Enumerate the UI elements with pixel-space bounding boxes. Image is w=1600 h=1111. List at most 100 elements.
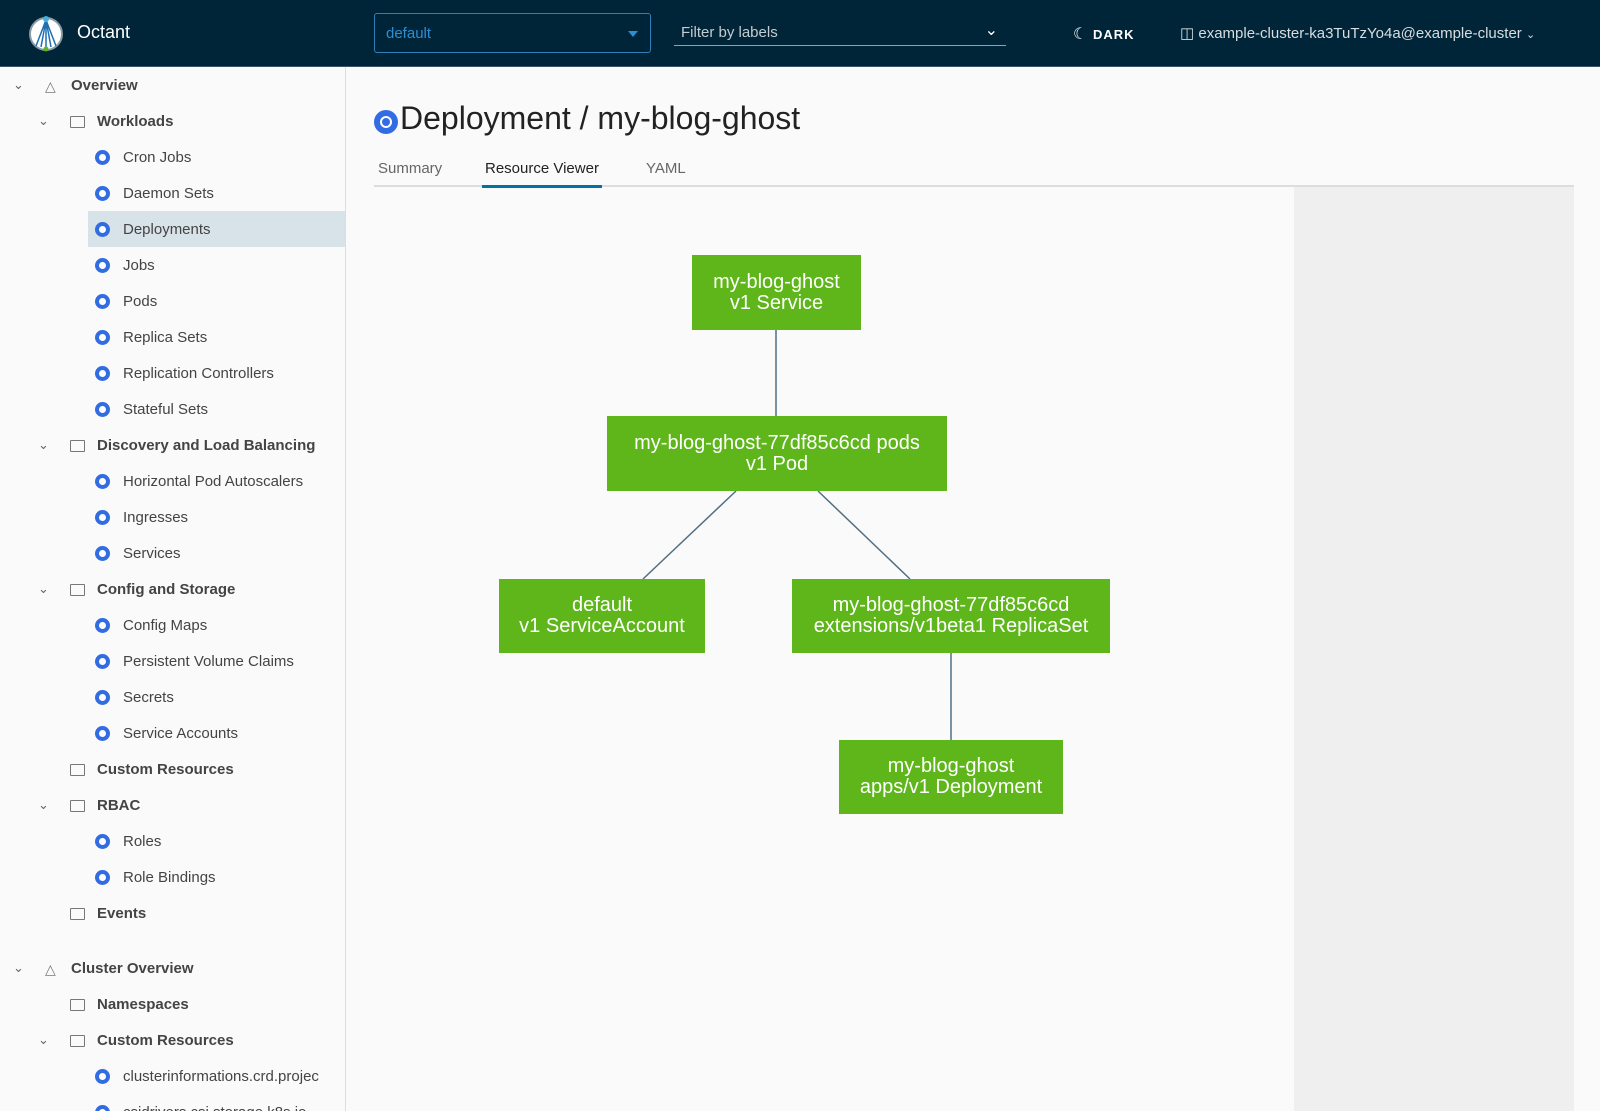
sidebar-item-persistent-volume-claims[interactable]: Persistent Volume Claims (0, 643, 345, 679)
kubernetes-resource-icon (95, 329, 110, 345)
chevron-down-icon[interactable]: ⌄ (38, 437, 49, 452)
sidebar-item-label: Cluster Overview (71, 959, 194, 977)
folder-icon (70, 763, 85, 776)
top-bar: Octant default Filter by labels⌄ ☾ DARK … (0, 0, 1600, 67)
sidebar-item-label: Namespaces (97, 995, 189, 1013)
sidebar-item-custom-resources[interactable]: Custom Resources (0, 751, 345, 787)
sidebar-item-cron-jobs[interactable]: Cron Jobs (0, 139, 345, 175)
sidebar-item-label: Workloads (97, 112, 174, 130)
sidebar-item-namespaces[interactable]: Namespaces (0, 986, 345, 1022)
node-kind: apps/v1 Deployment (859, 776, 1043, 798)
chevron-down-icon: ⌄ (984, 22, 998, 39)
sidebar-item-roles[interactable]: Roles (0, 823, 345, 859)
chevron-down-icon[interactable]: ⌄ (38, 113, 49, 128)
kubernetes-resource-icon (95, 617, 110, 633)
tab-bar: Summary Resource Viewer YAML (374, 154, 1574, 188)
sidebar-item-ingresses[interactable]: Ingresses (0, 499, 345, 535)
tab-resource-viewer[interactable]: Resource Viewer (482, 160, 602, 188)
sidebar-item-label: Custom Resources (97, 760, 234, 778)
sidebar-item-pods[interactable]: Pods (0, 283, 345, 319)
cluster-icon: ◫ (1180, 25, 1195, 42)
sidebar-item-label: Cron Jobs (123, 148, 192, 166)
namespace-select[interactable]: default (374, 13, 651, 53)
node-kind: v1 Pod (745, 452, 809, 475)
sidebar-item-horizontal-pod-autoscalers[interactable]: Horizontal Pod Autoscalers (0, 463, 345, 499)
kubernetes-resource-icon (95, 653, 110, 669)
sidebar-item-label: Events (97, 904, 147, 922)
sidebar-item-discovery-and-load-balancing[interactable]: ⌄Discovery and Load Balancing (0, 427, 345, 463)
chevron-down-icon[interactable]: ⌄ (38, 1032, 49, 1047)
sidebar-item-label: Secrets (123, 688, 174, 706)
sidebar-item-label: Ingresses (123, 508, 189, 526)
theme-toggle-label: DARK (1092, 27, 1135, 42)
kubernetes-resource-icon (95, 509, 110, 525)
sidebar-item-label: Role Bindings (123, 868, 216, 886)
node-name: my-blog-ghost (713, 270, 840, 293)
chevron-down-icon[interactable]: ⌄ (38, 797, 49, 812)
node-kind: v1 Service (729, 291, 824, 314)
graph-edge (642, 490, 737, 580)
overview-icon: △ (45, 960, 56, 977)
node-name: my-blog-ghost (887, 755, 1015, 777)
details-panel (1294, 187, 1574, 1111)
sidebar-item-role-bindings[interactable]: Role Bindings (0, 859, 345, 895)
sidebar-item-secrets[interactable]: Secrets (0, 679, 345, 715)
sidebar-item-workloads[interactable]: ⌄ Workloads (0, 103, 345, 139)
sidebar-item-label: Horizontal Pod Autoscalers (123, 472, 304, 490)
kubernetes-resource-icon (95, 185, 110, 201)
chevron-down-icon[interactable]: ⌄ (13, 77, 24, 92)
sidebar-item-config-and-storage[interactable]: ⌄Config and Storage (0, 571, 345, 607)
sidebar-item-config-maps[interactable]: Config Maps (0, 607, 345, 643)
sidebar-item-rbac[interactable]: ⌄RBAC (0, 787, 345, 823)
deployment-icon (374, 110, 398, 134)
folder-icon (70, 907, 85, 920)
sidebar-item-daemon-sets[interactable]: Daemon Sets (0, 175, 345, 211)
sidebar-item-overview[interactable]: ⌄△Overview (0, 67, 345, 103)
sidebar-item-replication-controllers[interactable]: Replication Controllers (0, 355, 345, 391)
sidebar-item-label: csidrivers.csi.storage.k8s.io (123, 1104, 306, 1111)
kubernetes-resource-icon (95, 725, 110, 741)
sidebar-item-label: Config Maps (123, 616, 208, 634)
chevron-down-icon[interactable]: ⌄ (38, 581, 49, 596)
context-selector[interactable]: ◫ example-cluster-ka3TuTzYo4a@example-cl… (1180, 24, 1535, 42)
node-name: default (571, 594, 633, 616)
label-filter-input[interactable]: Filter by labels ⌄ (674, 18, 1006, 46)
sidebar-item-replica-sets[interactable]: Replica Sets (0, 319, 345, 355)
sidebar-item-custom-resources[interactable]: ⌄ Custom Resources (0, 1022, 345, 1058)
chevron-down-icon[interactable]: ⌄ (13, 960, 24, 975)
filter-placeholder: Filter by labels (681, 24, 778, 41)
sidebar-item-label: Stateful Sets (123, 400, 209, 418)
sidebar-item-label: Persistent Volume Claims (123, 652, 294, 670)
sidebar-item-services[interactable]: Services (0, 535, 345, 571)
tab-summary[interactable]: Summary (378, 160, 443, 177)
sidebar-item-label: Deployments (123, 220, 211, 238)
sidebar-item-jobs[interactable]: Jobs (0, 247, 345, 283)
sidebar-item-service-accounts[interactable]: Service Accounts (0, 715, 345, 751)
sidebar-item-stateful-sets[interactable]: Stateful Sets (0, 391, 345, 427)
node-kind: v1 ServiceAccount (519, 615, 685, 637)
sidebar-item-deployments[interactable]: Deployments (88, 211, 345, 247)
sidebar-item-csidrivers-csi-storage-k8s-io[interactable]: csidrivers.csi.storage.k8s.io (0, 1094, 345, 1111)
tab-yaml[interactable]: YAML (646, 160, 686, 177)
folder-icon (70, 998, 85, 1011)
sidebar-item-clusterinformations-crd-projec[interactable]: clusterinformations.crd.projec (0, 1058, 345, 1094)
kubernetes-resource-icon (95, 869, 110, 885)
kubernetes-resource-icon (95, 689, 110, 705)
sidebar-item-label: Custom Resources (97, 1031, 234, 1049)
sidebar-item-events[interactable]: Events (0, 895, 345, 931)
app-name: Octant (77, 22, 131, 42)
page-title: Deployment / my-blog-ghost (400, 100, 801, 136)
sidebar-item-label: Replication Controllers (123, 364, 274, 382)
theme-toggle-button[interactable]: ☾ DARK (1073, 24, 1135, 44)
sidebar-item-label: clusterinformations.crd.projec (123, 1067, 319, 1085)
sidebar-item-label: Daemon Sets (123, 184, 214, 202)
sidebar-item-label: Roles (123, 832, 162, 850)
sidebar-item-cluster-overview[interactable]: ⌄ △ Cluster Overview (0, 950, 345, 986)
sidebar-item-label: Overview (71, 76, 138, 94)
